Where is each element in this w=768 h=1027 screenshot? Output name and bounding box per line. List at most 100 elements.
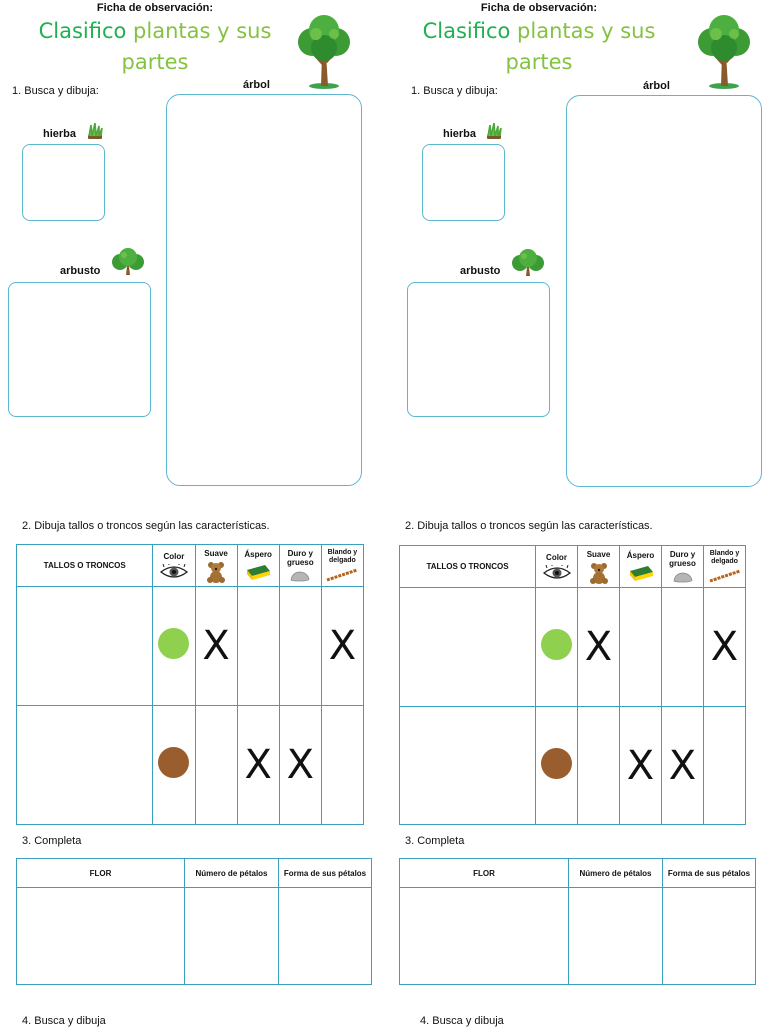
col-aspero: Áspero: [236, 544, 280, 587]
q3-label: 3. Completa: [405, 835, 465, 847]
tallos-header: TALLOS O TRONCOS: [399, 545, 536, 588]
col-blando-label: Blando y delgado: [709, 550, 740, 565]
tallos-header: TALLOS O TRONCOS: [15, 544, 154, 587]
brown-dot: [541, 747, 572, 779]
color-cell-2: [152, 705, 196, 825]
arbol-drawing-box[interactable]: [166, 94, 362, 486]
hierba-drawing-box[interactable]: [422, 144, 505, 221]
ficha-label: Ficha de observación:: [96, 2, 214, 14]
tallos-table: TALLOS O TRONCOS Color Suave: [399, 545, 746, 825]
col-color-label: Color: [546, 552, 567, 562]
tallos-drawing-cell-2[interactable]: [399, 706, 536, 825]
grass-icon: [487, 122, 502, 139]
mark-cell: [661, 587, 704, 707]
flor-table: FLOR Número de pétalos Forma de sus péta…: [16, 858, 372, 985]
tree-icon: [698, 15, 750, 89]
col-suave: Suave: [577, 545, 620, 588]
green-dot: [158, 628, 190, 659]
petalos-number-cell[interactable]: [568, 887, 663, 985]
col-aspero-label: Áspero: [626, 550, 655, 560]
col-color: Color: [152, 544, 196, 587]
teddy-bear-icon: [589, 562, 608, 584]
mark-cell: [194, 705, 238, 825]
col-suave-label: Suave: [204, 548, 228, 558]
mark-cell: X: [278, 705, 322, 825]
col-aspero: Áspero: [619, 545, 662, 588]
tallos-drawing-cell-1[interactable]: [15, 586, 154, 706]
flor-drawing-cell[interactable]: [399, 887, 569, 985]
hierba-drawing-box[interactable]: [22, 144, 105, 221]
col-duro-label: Duro y grueso: [286, 549, 314, 567]
mark-cell: X: [577, 587, 620, 707]
mark-cell: [619, 587, 662, 707]
flor-header: FLOR: [16, 858, 185, 888]
color-cell-2: [535, 706, 578, 825]
q4-label: 4. Busca y dibuja: [22, 1015, 106, 1027]
hierba-label: hierba: [443, 128, 477, 140]
mark-cell: [577, 706, 620, 825]
eye-icon: [159, 563, 189, 578]
arbol-drawing-box[interactable]: [566, 95, 762, 487]
col-duro: Duro y grueso: [661, 545, 704, 588]
col-aspero-label: Áspero: [244, 549, 272, 559]
petalos-shape-cell[interactable]: [662, 887, 756, 985]
mark-cell: [236, 586, 280, 706]
brown-dot: [158, 747, 190, 778]
tallos-drawing-cell-1[interactable]: [399, 587, 536, 707]
worksheet-title: Clasifico plantas y sus partes: [22, 16, 288, 78]
mark-cell: [320, 705, 365, 825]
tallos-row-1: X X: [399, 587, 746, 707]
petalos-number-cell[interactable]: [184, 887, 279, 985]
title-part2: plantas y sus partes: [505, 19, 656, 74]
grass-icon: [88, 122, 103, 139]
q3-label: 3. Completa: [22, 835, 82, 847]
q1-label: 1. Busca y dibuja:: [12, 85, 99, 97]
stone-icon: [673, 572, 692, 583]
petalos-number-header: Número de pétalos: [184, 858, 279, 888]
bush-icon: [512, 249, 544, 276]
col-color-label: Color: [163, 551, 185, 561]
q1-label: 1. Busca y dibuja:: [411, 85, 498, 97]
col-color: Color: [535, 545, 578, 588]
title-part1: Clasifico: [38, 19, 127, 43]
mark-cell: X: [236, 705, 280, 825]
worksheet-left: Ficha de observación: Clasifico plantas …: [0, 0, 384, 1027]
col-blando: Blando y delgado: [703, 545, 746, 588]
arbusto-drawing-box[interactable]: [8, 282, 151, 417]
tallos-header-row: TALLOS O TRONCOS Color Suave: [15, 544, 365, 587]
arbol-label: árbol: [243, 79, 270, 91]
worksheet-title: Clasifico plantas y sus partes: [406, 16, 672, 78]
eye-icon: [542, 564, 571, 579]
col-blando: Blando y delgado: [320, 544, 365, 587]
mark-cell: [703, 706, 746, 825]
flor-row: [16, 887, 372, 985]
tallos-drawing-cell-2[interactable]: [15, 705, 154, 825]
mark-cell: X: [703, 587, 746, 707]
flor-drawing-cell[interactable]: [16, 887, 185, 985]
mark-cell: X: [320, 586, 365, 706]
mark-cell: [278, 586, 322, 706]
twig-icon: [326, 568, 358, 582]
flor-header: FLOR: [399, 858, 569, 888]
tallos-row-1: X X: [15, 586, 365, 706]
mark-cell: X: [194, 586, 238, 706]
mark-cell: X: [619, 706, 662, 825]
flor-header-row: FLOR Número de pétalos Forma de sus péta…: [16, 858, 372, 888]
tallos-table: TALLOS O TRONCOS Color Suave: [15, 544, 365, 825]
q2-label: 2. Dibuja tallos o troncos según las car…: [405, 520, 653, 532]
worksheet-right: Ficha de observación: Clasifico plantas …: [384, 0, 768, 1027]
tallos-header-row: TALLOS O TRONCOS Color Suave: [399, 545, 746, 588]
petalos-shape-cell[interactable]: [278, 887, 372, 985]
arbusto-drawing-box[interactable]: [407, 282, 550, 417]
flor-table: FLOR Número de pétalos Forma de sus péta…: [399, 858, 756, 985]
green-dot: [541, 629, 572, 660]
petalos-number-header: Número de pétalos: [568, 858, 663, 888]
hierba-label: hierba: [43, 128, 77, 140]
arbusto-label: arbusto: [460, 265, 501, 277]
title-part1: Clasifico: [422, 19, 511, 43]
col-duro-label: Duro y grueso: [669, 550, 696, 568]
ficha-label: Ficha de observación:: [480, 2, 598, 14]
tree-icon: [298, 15, 350, 89]
bush-icon: [112, 248, 144, 275]
col-suave: Suave: [194, 544, 238, 587]
